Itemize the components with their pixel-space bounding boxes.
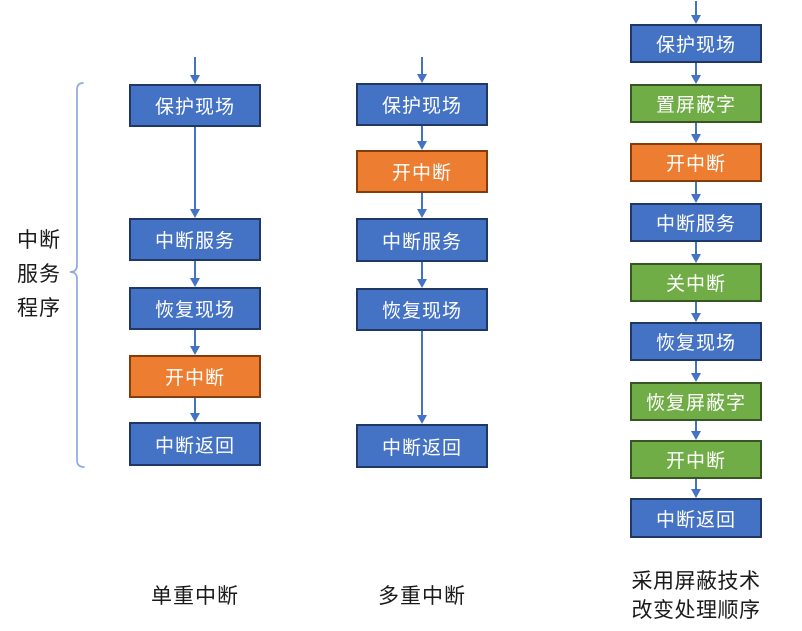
flow-arrow	[417, 57, 427, 83]
flow-step-label: 开中断	[665, 451, 726, 472]
flow-arrow	[417, 331, 427, 424]
flow-step: 保护现场	[356, 83, 488, 126]
side-label-line: 中断	[17, 229, 61, 252]
column-caption: 多重中断	[378, 585, 466, 608]
flow-step: 开中断	[630, 440, 762, 479]
side-label-line: 程序	[17, 297, 61, 320]
flow-step-label: 恢复现场	[154, 300, 235, 321]
flow-step-label: 开中断	[164, 368, 225, 389]
flow-arrow	[691, 182, 701, 203]
flow-arrow	[190, 261, 200, 287]
flow-step-label: 恢复现场	[381, 301, 462, 322]
flow-step: 开中断	[129, 355, 261, 398]
flow-step-label: 中断服务	[655, 214, 736, 235]
flow-step-label: 中断返回	[655, 509, 736, 531]
flow-step: 置屏蔽字	[630, 84, 762, 123]
flow-step: 中断服务	[129, 218, 261, 261]
flow-step: 中断返回	[630, 498, 762, 538]
flow-arrow	[417, 193, 427, 218]
flow-step-label: 中断服务	[381, 231, 462, 253]
flow-step-label: 置屏蔽字	[655, 95, 736, 116]
flow-arrow	[691, 479, 701, 498]
flow-step-label: 中断服务	[154, 231, 235, 252]
flow-arrow	[190, 330, 200, 355]
flow-step: 保护现场	[630, 24, 762, 63]
flow-step: 中断返回	[129, 422, 261, 466]
column-caption: 采用屏蔽技术 改变处理顺序	[626, 567, 766, 625]
side-label: 中断 服务 程序	[17, 224, 65, 326]
side-label-line: 服务	[17, 263, 61, 286]
flow-arrow	[691, 63, 701, 84]
flow-step: 关中断	[630, 263, 762, 302]
flow-step-label: 关中断	[665, 274, 726, 295]
flow-arrow	[691, 421, 701, 440]
caption-line: 改变处理顺序	[631, 599, 761, 622]
flow-step: 中断服务	[630, 203, 762, 242]
left-brace-icon	[69, 82, 85, 468]
flow-step: 保护现场	[129, 84, 261, 127]
flow-step-label: 保护现场	[381, 96, 462, 117]
flow-step: 恢复现场	[356, 288, 488, 331]
flow-step-label: 保护现场	[154, 97, 235, 118]
flow-arrow	[691, 302, 701, 322]
flow-step-label: 保护现场	[655, 35, 736, 56]
caption-line: 采用屏蔽技术	[631, 570, 761, 593]
column-caption: 单重中断	[151, 585, 239, 608]
flow-arrow	[691, 123, 701, 143]
flow-step: 恢复现场	[630, 322, 762, 361]
flow-step-label: 开中断	[391, 163, 452, 184]
flow-arrow	[691, 242, 701, 263]
flow-step: 中断服务	[356, 218, 488, 262]
flow-arrow	[190, 398, 200, 422]
flow-step-label: 恢复现场	[655, 333, 736, 354]
flow-step: 恢复屏蔽字	[630, 382, 762, 421]
flow-step: 开中断	[630, 143, 762, 182]
flow-step-label: 开中断	[665, 154, 726, 175]
flow-step-label: 中断返回	[154, 435, 235, 457]
flow-arrow	[691, 361, 701, 382]
flow-arrow	[190, 57, 200, 84]
flow-step: 中断返回	[356, 424, 488, 468]
flow-step-label: 中断返回	[381, 437, 462, 459]
flow-step: 开中断	[356, 150, 488, 193]
flow-arrow	[417, 126, 427, 150]
flow-arrow	[190, 127, 200, 218]
flow-step: 恢复现场	[129, 287, 261, 330]
flow-step-label: 恢复屏蔽字	[645, 393, 746, 414]
flow-arrow	[417, 262, 427, 288]
flow-arrow	[691, 1, 701, 24]
